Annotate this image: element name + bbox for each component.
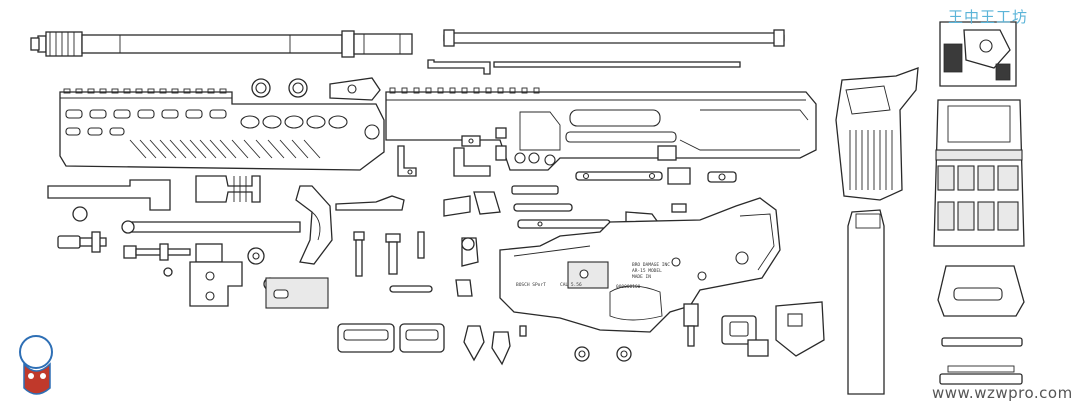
caliber-marking: CAL 5.56	[560, 282, 582, 288]
lower-receiver: BOSCH SPorT CAL 5.56 000000100 BRO DAMAG…	[499, 197, 781, 333]
logo-ring	[19, 335, 53, 369]
magazine-window-grid	[935, 149, 1023, 231]
brand-marking: BRO DAMAGE INC	[632, 262, 670, 268]
upper-rail-teeth	[389, 87, 540, 94]
barrel	[30, 30, 413, 58]
handguard	[59, 88, 385, 171]
charging-handle	[121, 185, 333, 265]
pistol-grip	[835, 67, 919, 201]
grip-texture	[849, 130, 893, 190]
ejection-port-rod	[47, 175, 261, 222]
origin-marking: MADE IN	[632, 274, 651, 280]
pins-and-screws	[57, 231, 433, 293]
magazine	[933, 99, 1025, 247]
bolt-carrier-top	[939, 21, 1017, 87]
buffer-tube	[847, 209, 885, 395]
logo-eye-left	[28, 373, 34, 379]
bolt-catch-parts	[397, 127, 737, 195]
logo-mask-icon	[23, 361, 51, 395]
bolt-assembly	[189, 243, 329, 309]
trigger-housing-parts	[683, 301, 825, 357]
charging-rods	[427, 29, 785, 75]
serial-number: 000000100	[616, 284, 641, 290]
wargame-logo	[19, 335, 53, 395]
watermark-title: 王中王工坊	[948, 8, 1029, 26]
lower-receiver-marking: BOSCH SPorT	[516, 282, 546, 288]
handguard-rail-teeth	[63, 88, 227, 94]
upper-receiver	[385, 87, 817, 171]
magazine-baseplate-parts	[937, 265, 1025, 385]
handguard-mlok-slots	[65, 109, 380, 159]
logo-eye-right	[40, 373, 46, 379]
dust-covers	[337, 323, 445, 353]
selector-detents	[463, 325, 632, 366]
watermark-url: www.wzwpro.com	[932, 384, 1073, 402]
barrel-nut-rings	[251, 77, 381, 101]
model-marking: AR-15 MODEL	[632, 268, 662, 274]
